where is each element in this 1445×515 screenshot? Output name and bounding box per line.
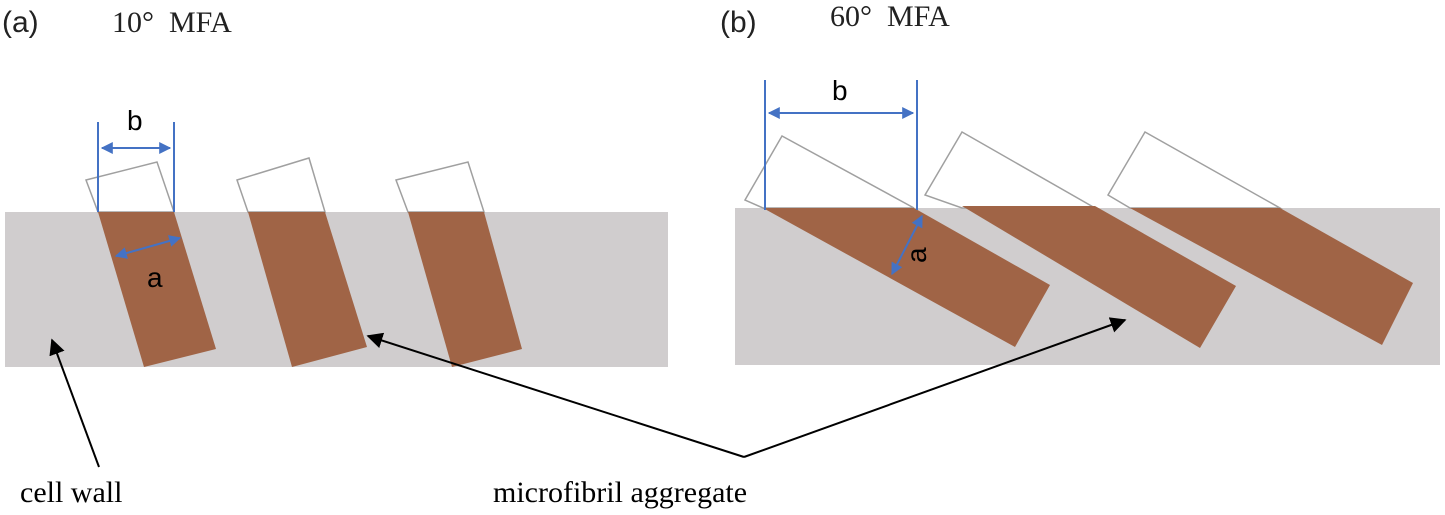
dimension-a-a-label: a xyxy=(147,262,163,293)
cell-wall-callout: cell wall xyxy=(20,338,122,509)
microfibril-aggregate-a3 xyxy=(395,161,522,367)
dimension-a-a: a xyxy=(114,235,182,293)
dimension-b-a-label: b xyxy=(127,105,143,136)
dimension-b-b-label: b xyxy=(832,75,848,106)
microfibril-callout: microfibril aggregate xyxy=(366,317,1127,509)
panel-a: (a) 10° MFA b a xyxy=(2,6,668,367)
microfibril-label: microfibril aggregate xyxy=(493,476,747,509)
microfibril-aggregate-a2 xyxy=(236,157,367,367)
panel-a-tag: (a) xyxy=(2,6,39,39)
microfibril-aggregate-b3 xyxy=(1106,130,1413,345)
dimension-b-b: b xyxy=(764,75,918,210)
dimension-a-b: a xyxy=(891,214,932,276)
panel-b-tag: (b) xyxy=(720,6,757,39)
panel-b: (b) 60° MFA b a xyxy=(720,0,1440,365)
dimension-b-a: b xyxy=(97,105,175,212)
panel-b-title: 60° MFA xyxy=(830,0,950,33)
panel-a-title: 10° MFA xyxy=(112,6,232,39)
dimension-a-b-label: a xyxy=(901,247,932,263)
microfibril-aggregate-b2 xyxy=(923,130,1236,348)
microfibril-aggregate-b1 xyxy=(743,134,1050,347)
cell-wall-label: cell wall xyxy=(20,476,122,509)
